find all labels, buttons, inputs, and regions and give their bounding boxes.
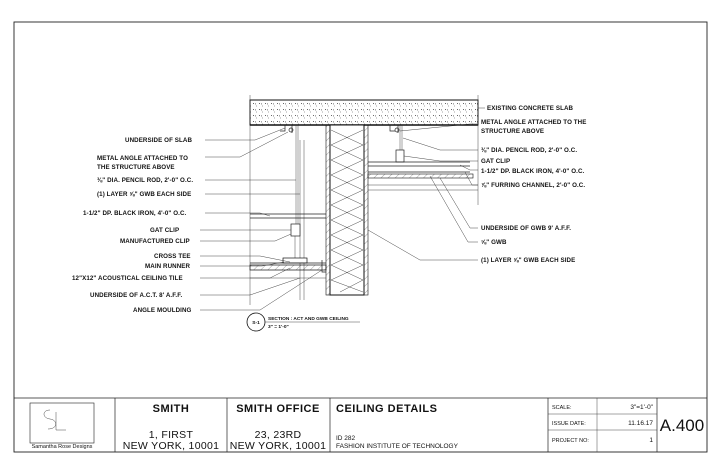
project-no-value: 1 (649, 437, 653, 444)
label-metal-angle-1: METAL ANGLE ATTACHED TO (97, 155, 188, 162)
label-furring-channel: ⅞" FURRING CHANNEL, 2'-0" O.C. (481, 182, 585, 189)
title-block: Samantha Rose Designs SMITH 1, FIRST NEW… (14, 397, 707, 452)
gat-clip-left (290, 223, 301, 237)
sheet-border (13, 21, 708, 453)
gwb-ceiling (367, 173, 474, 179)
angle-moulding (321, 260, 326, 273)
label-underside-gwb: UNDERSIDE OF GWB 9' A.F.F. (481, 225, 571, 232)
section-drawing (249, 95, 479, 305)
label-underside-act: UNDERSIDE OF A.C.T. 8' A.F.F. (90, 292, 182, 299)
logo-caption: Samantha Rose Designs (32, 444, 93, 450)
section-number: S-1 (252, 320, 260, 326)
section-scale: 3" = 1'-0" (268, 324, 289, 330)
partition-wall (329, 124, 365, 296)
project-address-2: NEW YORK, 10001 (230, 440, 327, 452)
project-address-1: 23, 23RD (255, 429, 302, 441)
metal-angle-left (280, 125, 399, 133)
label-pencil-rod: ⅜" DIA. PENCIL ROD, 2'-0" O.C. (97, 177, 193, 184)
section-title: SECTION : ACT AND GWB CEILING (268, 316, 349, 322)
scale-value: 3"=1'-0" (630, 404, 653, 411)
left-leaders (200, 127, 323, 311)
school-name: FASHION INSTITUTE OF TECHNOLOGY (336, 443, 459, 450)
label-underside-of-slab: UNDERSIDE OF SLAB (125, 137, 192, 144)
right-labels: EXISTING CONCRETE SLAB METAL ANGLE ATTAC… (481, 105, 586, 264)
project-name: SMITH OFFICE (236, 403, 320, 415)
label-pencil-rod-r: ⅜" DIA. PENCIL ROD, 2'-0" O.C. (481, 147, 577, 154)
course-id: ID 282 (336, 435, 356, 442)
label-concrete-slab: EXISTING CONCRETE SLAB (487, 105, 574, 112)
sheet-title: CEILING DETAILS (336, 403, 437, 415)
label-gwb: ⅝" GWB (481, 239, 507, 246)
main-runner (282, 257, 308, 264)
label-cross-tee: CROSS TEE (154, 253, 191, 260)
client-address-1: 1, FIRST (149, 429, 194, 441)
right-leaders (367, 107, 485, 261)
left-labels: UNDERSIDE OF SLAB METAL ANGLE ATTACHED T… (72, 137, 193, 314)
issue-value: 11.16.17 (628, 420, 653, 427)
section-callout: S-1 SECTION : ACT AND GWB CEILING 3" = 1… (246, 312, 360, 332)
label-black-iron-r: 1-1/2" DP. BLACK IRON, 4'-0" O.C. (481, 168, 585, 175)
label-gwb-each-side: (1) LAYER ⅝" GWB EACH SIDE (97, 191, 191, 198)
label-metal-angle-r1: METAL ANGLE ATTACHED TO THE (481, 119, 586, 126)
sheet-number: A.400 (660, 416, 704, 435)
label-manufactured-clip: MANUFACTURED CLIP (120, 238, 190, 245)
label-gwb-each-side-r: (1) LAYER ⅝" GWB EACH SIDE (481, 257, 575, 264)
label-metal-angle-r2: STRUCTURE ABOVE (481, 128, 544, 135)
gat-clip-right (395, 149, 405, 163)
label-metal-angle-2: THE STRUCTURE ABOVE (97, 164, 175, 171)
label-black-iron: 1-1/2" DP. BLACK IRON, 4'-0" O.C. (83, 210, 187, 217)
concrete-slab (249, 99, 479, 126)
issue-label: ISSUE DATE: (552, 421, 586, 427)
client-name: SMITH (153, 403, 190, 415)
client-address-2: NEW YORK, 10001 (123, 440, 220, 452)
scale-label: SCALE: (552, 405, 572, 411)
label-angle-moulding: ANGLE MOULDING (133, 307, 192, 314)
batt-insulation (330, 129, 364, 293)
label-main-runner: MAIN RUNNER (145, 263, 191, 270)
designer-logo: Samantha Rose Designs (29, 402, 95, 450)
label-acoustical-tile: 12"X12" ACOUSTICAL CEILING TILE (72, 275, 183, 282)
project-no-label: PROJECT NO: (552, 438, 589, 444)
label-gat-clip: GAT CLIP (150, 227, 179, 234)
label-gat-clip-r: GAT CLIP (481, 158, 510, 165)
